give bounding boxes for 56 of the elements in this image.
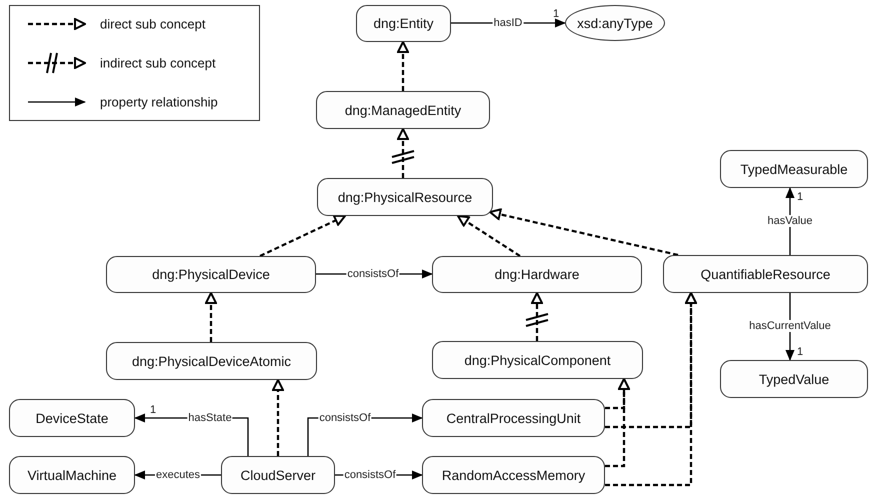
- edge-label: hasValue: [766, 215, 814, 227]
- class-box: [663, 255, 868, 293]
- class-name: CentralProcessingUnit: [446, 410, 581, 426]
- class-box: [316, 91, 490, 129]
- class-name: dng:ManagedEntity: [344, 102, 462, 118]
- class-name: TypedMeasurable: [740, 162, 848, 176]
- edge-label: hasID: [492, 17, 524, 29]
- class-name: QuantifiableResource: [700, 266, 830, 282]
- class-box: [432, 341, 643, 379]
- class-box: [9, 399, 135, 437]
- edge-label: consistsOf: [346, 268, 400, 280]
- class-name: dng:PhysicalDevice: [152, 267, 270, 282]
- subconcept-arrow: [605, 378, 630, 468]
- legend-text: indirect sub concept: [100, 56, 216, 70]
- cardinality-label: 1: [796, 191, 804, 203]
- class-name: dng:PhysicalResource: [338, 190, 472, 204]
- class-box: [720, 360, 868, 398]
- class-name: RandomAccessMemory: [442, 468, 586, 482]
- subconcept-arrow: [205, 292, 217, 342]
- edge-label: consistsOf: [318, 412, 372, 424]
- class-box: [106, 342, 317, 380]
- class-name: DeviceState: [36, 410, 108, 426]
- subconcept-arrow: [260, 214, 346, 257]
- edge-label: hasCurrentValue: [748, 320, 832, 332]
- class-box: [317, 178, 493, 216]
- class-box: [106, 256, 316, 293]
- legend-text: direct sub concept: [100, 16, 206, 32]
- class-name: dng:Entity: [373, 16, 434, 31]
- class-name: dng:PhysicalComponent: [464, 352, 611, 368]
- class-name: TypedValue: [758, 372, 830, 386]
- subconcept-arrow: [397, 128, 409, 178]
- cardinality-label: 1: [148, 404, 158, 416]
- subconcept-arrow: [605, 292, 697, 486]
- class-box: [720, 150, 868, 188]
- class-box: [9, 456, 135, 494]
- class-name: xsd:anyType: [577, 16, 653, 30]
- class-box: [422, 399, 605, 437]
- subconcept-arrow: [531, 292, 543, 341]
- class-box: [432, 256, 642, 293]
- class-name: dng:PhysicalDeviceAtomic: [132, 354, 292, 368]
- cardinality-label: 1: [552, 8, 560, 20]
- cardinality-label: 1: [796, 346, 804, 358]
- class-name: CloudServer: [240, 468, 316, 482]
- edge-label: executes: [154, 469, 202, 481]
- subconcept-arrow: [457, 215, 521, 257]
- subconcept-arrow: [272, 379, 284, 456]
- subconcept-arrow: [397, 41, 409, 91]
- class-name: VirtualMachine: [27, 468, 117, 482]
- subconcept-arrow: [489, 208, 678, 256]
- class-name: dng:Hardware: [494, 267, 580, 282]
- class-box: [221, 456, 335, 494]
- edge-label: hasState: [187, 412, 233, 424]
- class-box: [356, 5, 451, 42]
- legend-text: property relationship: [100, 94, 218, 110]
- class-box: [422, 456, 605, 494]
- edge-label: consistsOf: [343, 469, 397, 481]
